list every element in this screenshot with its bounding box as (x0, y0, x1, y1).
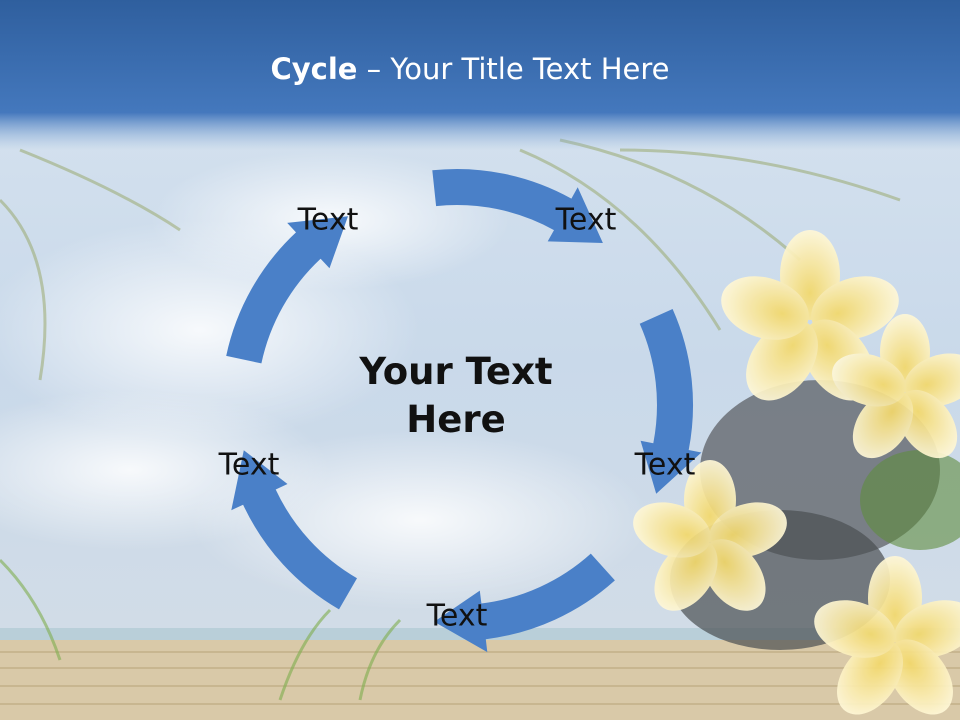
cycle-arrow-2 (639, 309, 702, 494)
slide-title-rest: – Your Title Text Here (357, 52, 670, 86)
slide-title-bold: Cycle (270, 52, 358, 86)
cycle-label-3: Text (634, 447, 696, 483)
cycle-arrow-1 (432, 169, 603, 243)
cycle-arrow-5 (226, 216, 348, 364)
slide-title: Cycle – Your Title Text Here (0, 52, 940, 86)
cycle-label-5: Text (218, 447, 280, 483)
cycle-arrow-4 (231, 450, 357, 610)
cycle-label-4: Text (426, 598, 488, 634)
center-text: Your Text Here (326, 348, 586, 444)
cycle-label-1: Text (297, 202, 359, 238)
center-text-line-2: Here (406, 398, 506, 441)
center-text-line-1: Your Text (359, 349, 553, 393)
cycle-label-2: Text (555, 202, 617, 238)
cycle-arrow-3 (434, 553, 615, 653)
